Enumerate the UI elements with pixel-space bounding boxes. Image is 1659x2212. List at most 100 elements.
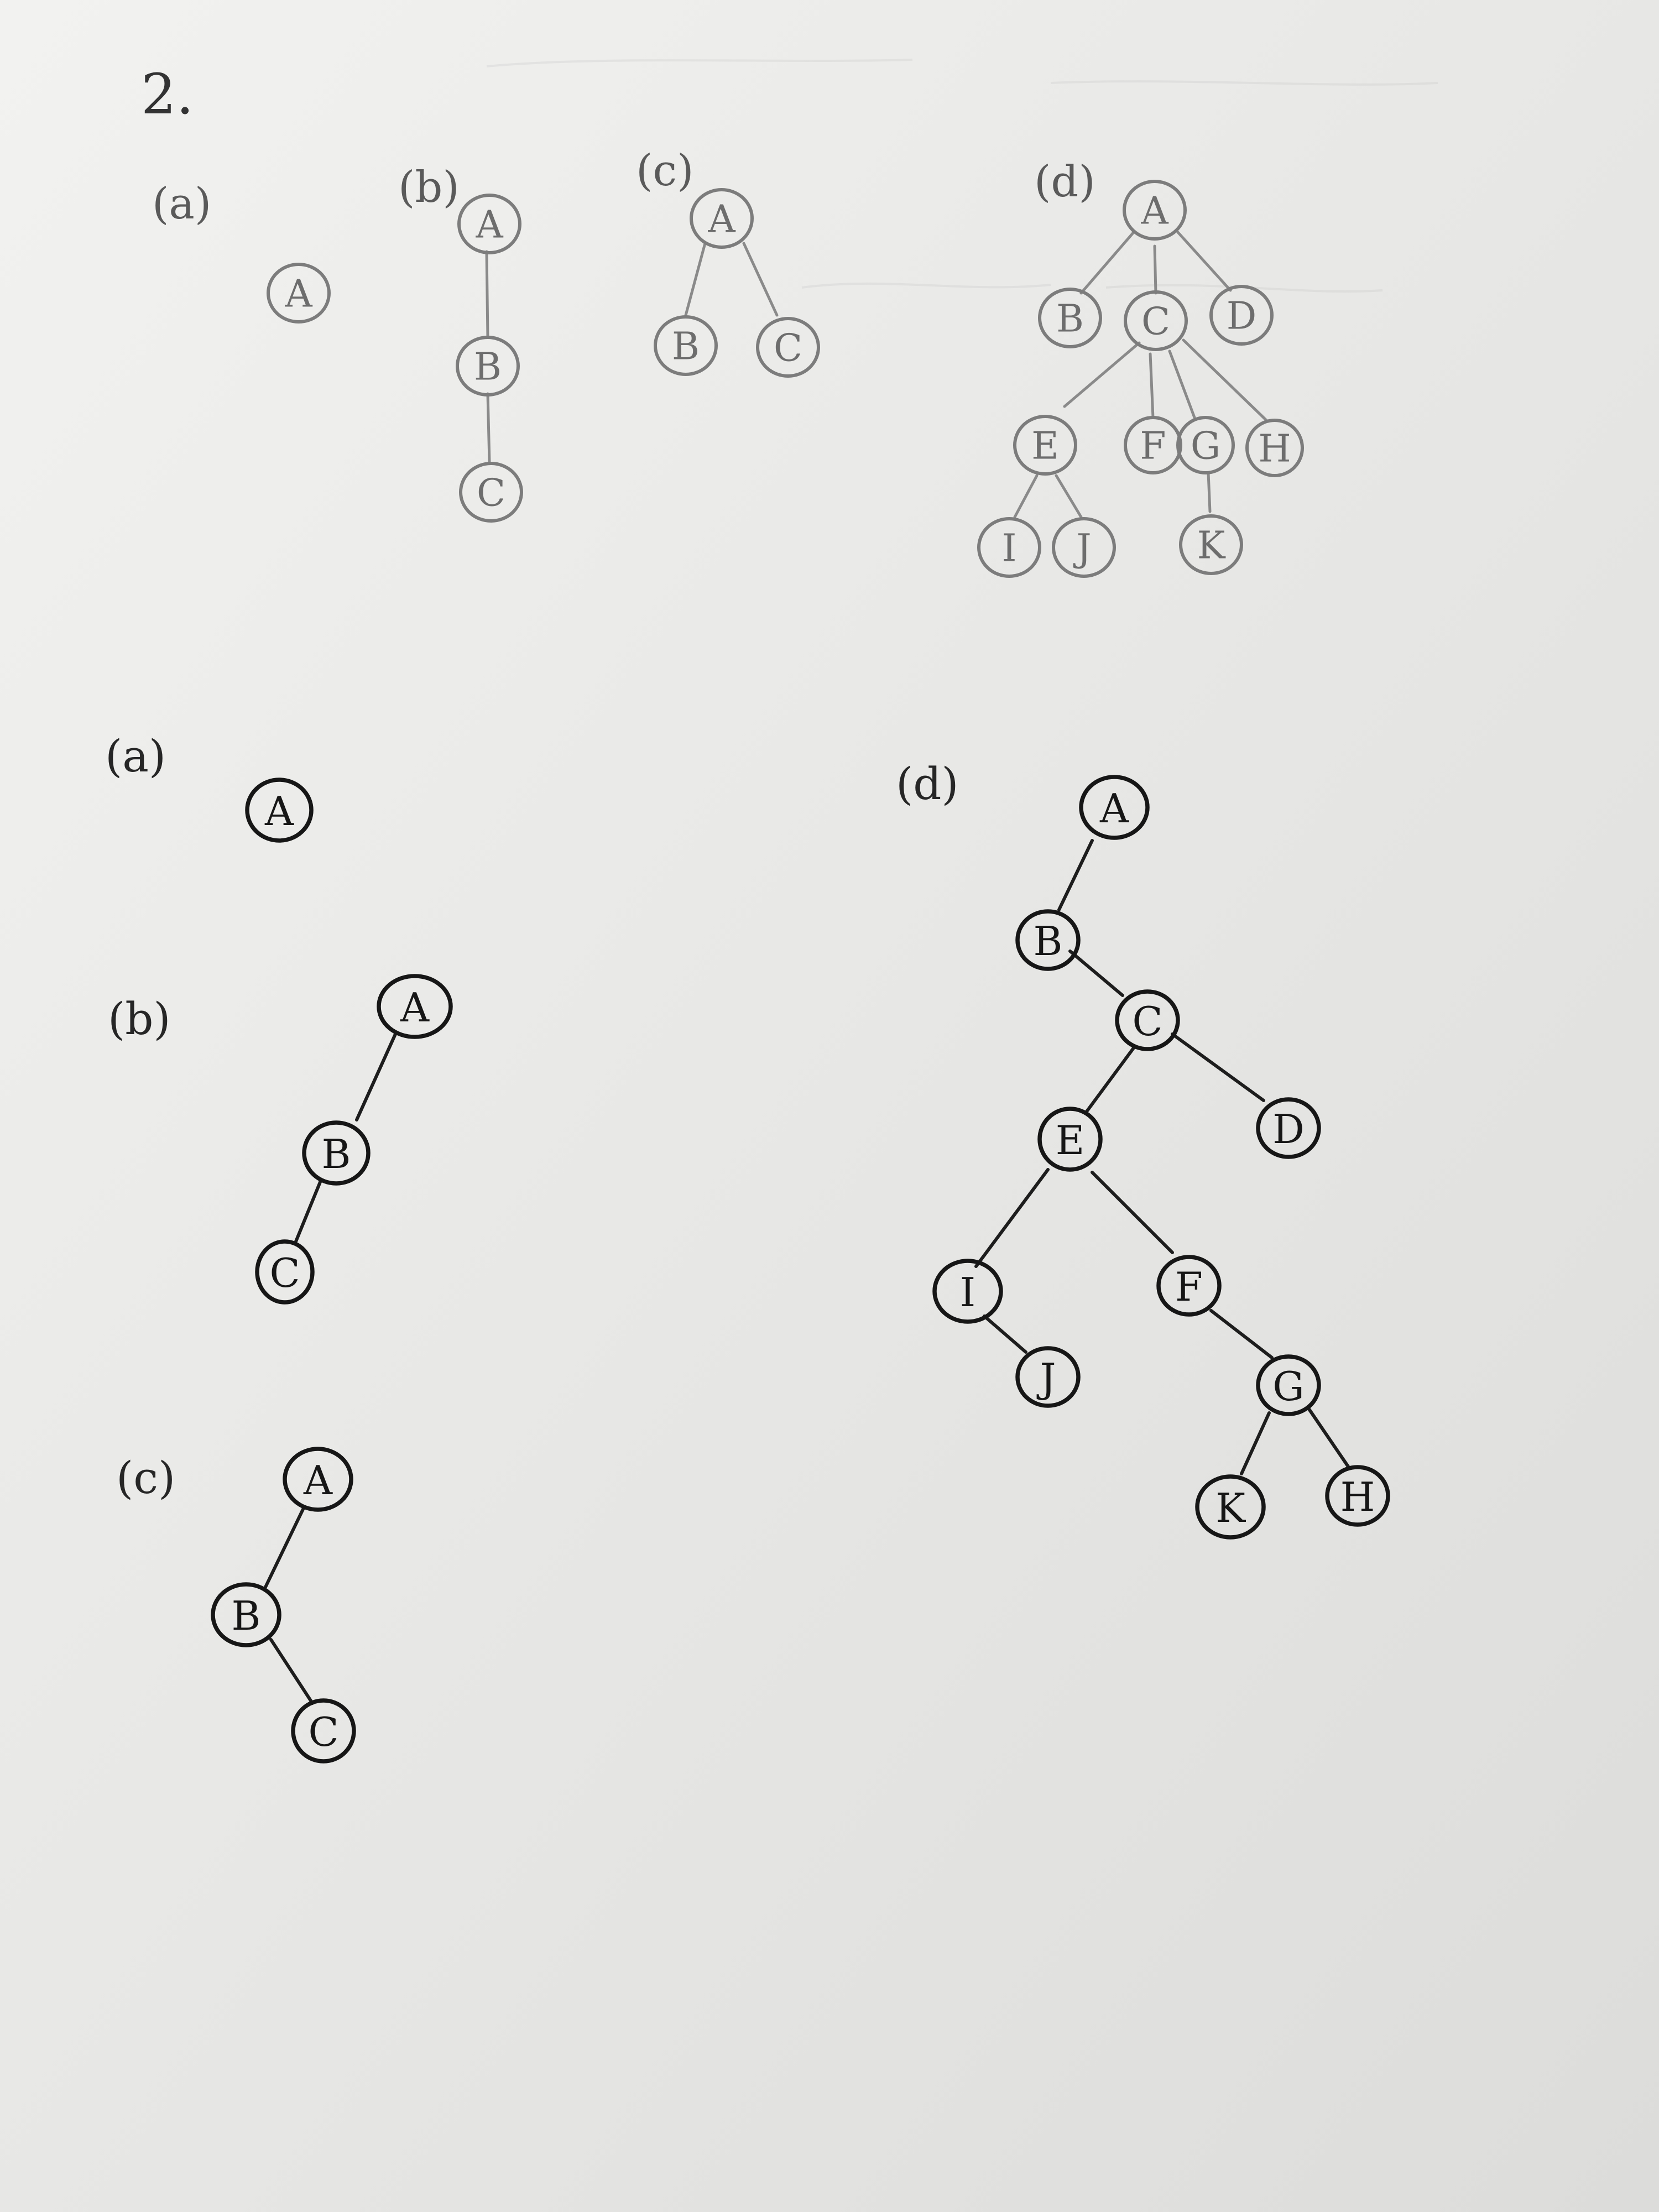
binary-d-node-D: D — [1256, 1097, 1321, 1159]
forest-d-edge-E-J — [1055, 474, 1083, 519]
forest-c-node-A: A — [690, 188, 754, 249]
forest-d-edge-A-C — [1153, 244, 1157, 295]
forest-d-edge-C-H — [1182, 338, 1268, 422]
svg-text:F: F — [1175, 1264, 1203, 1310]
binary-b-node-C: C — [255, 1239, 315, 1305]
forest-d-node-I: I — [977, 517, 1041, 578]
forest-b-edge-B-C — [486, 392, 491, 463]
svg-text:C: C — [1132, 998, 1162, 1045]
forest-a: (a) A — [152, 179, 331, 324]
binary-tree-section: (a) A (b) A B C (c — [105, 731, 1390, 1764]
forest-d-node-F: F — [1124, 416, 1182, 474]
forest-d-edge-E-I — [1013, 474, 1039, 519]
svg-text:H: H — [1258, 427, 1291, 471]
binary-c-label: (c) — [116, 1452, 175, 1504]
svg-text:I: I — [1002, 527, 1017, 571]
binary-b: (b) A B C — [108, 974, 453, 1305]
svg-text:B: B — [232, 1593, 261, 1639]
forest-d-edge-G-K — [1207, 471, 1212, 513]
forest-d-node-A: A — [1123, 180, 1187, 241]
binary-b-node-A: A — [377, 974, 453, 1039]
svg-text:I: I — [960, 1269, 975, 1316]
forest-d-node-D: D — [1209, 285, 1274, 346]
forest-d-node-G: G — [1176, 416, 1235, 474]
binary-c-node-A: A — [283, 1447, 353, 1512]
svg-text:J: J — [1073, 527, 1091, 571]
forest-d: (d) A B C D — [977, 157, 1304, 578]
binary-d-edge-G-H — [1306, 1406, 1351, 1470]
forest-b-node-A: A — [457, 194, 521, 254]
binary-d-node-C: C — [1115, 989, 1180, 1051]
forest-d-edge-C-G — [1168, 349, 1196, 419]
binary-c: (c) A B C — [116, 1447, 356, 1764]
svg-text:F: F — [1140, 425, 1166, 468]
svg-text:K: K — [1197, 524, 1226, 568]
binary-c-edge-B-C — [269, 1638, 314, 1705]
binary-d-node-K: K — [1195, 1474, 1266, 1540]
forest-d-node-K: K — [1179, 514, 1243, 575]
svg-text:C: C — [774, 327, 802, 371]
svg-text:D: D — [1227, 295, 1257, 338]
svg-text:K: K — [1215, 1485, 1246, 1531]
svg-text:C: C — [477, 472, 505, 515]
forest-d-node-H: H — [1245, 419, 1304, 477]
forest-d-edge-A-B — [1079, 231, 1135, 295]
forest-d-edge-C-F — [1149, 352, 1155, 419]
forest-d-node-B: B — [1038, 288, 1102, 348]
svg-text:A: A — [303, 1457, 333, 1504]
binary-d-node-B: B — [1015, 909, 1081, 971]
forest-c-node-B: B — [654, 315, 718, 376]
forest-section: (a) A (b) A B C (c — [152, 146, 1304, 578]
binary-d-edge-E-F — [1091, 1171, 1174, 1254]
binary-d-edge-G-K — [1240, 1411, 1271, 1475]
forest-b: (b) A B C — [398, 163, 523, 523]
binary-c-node-C: C — [291, 1698, 356, 1764]
binary-d-node-E: E — [1037, 1107, 1103, 1172]
svg-text:D: D — [1272, 1106, 1305, 1152]
svg-text:E: E — [1031, 425, 1059, 468]
svg-text:G: G — [1272, 1363, 1305, 1410]
forest-d-node-J: J — [1052, 517, 1116, 578]
binary-b-node-B: B — [302, 1120, 371, 1186]
svg-text:A: A — [264, 788, 294, 834]
forest-c-node-C: C — [756, 317, 820, 378]
forest-b-node-C: C — [459, 462, 523, 523]
svg-text:A: A — [284, 273, 312, 316]
forest-d-label: (d) — [1034, 157, 1095, 207]
svg-text:G: G — [1191, 425, 1220, 468]
forest-c: (c) A B C — [636, 146, 820, 378]
binary-d-node-H: H — [1325, 1465, 1390, 1527]
svg-text:B: B — [474, 346, 502, 389]
binary-c-edge-A-B — [264, 1505, 306, 1589]
binary-d-node-I: I — [932, 1259, 1003, 1324]
forest-d-node-E: E — [1013, 415, 1077, 476]
svg-text:A: A — [1140, 190, 1168, 233]
binary-b-edge-A-B — [355, 1032, 397, 1121]
binary-d-edge-I-J — [983, 1314, 1027, 1354]
forest-b-edge-A-B — [485, 250, 489, 339]
binary-b-label: (b) — [108, 993, 171, 1045]
svg-text:B: B — [672, 325, 700, 369]
svg-text:B: B — [322, 1131, 351, 1177]
forest-a-node-A: A — [267, 263, 331, 324]
binary-d-edge-B-C — [1068, 950, 1124, 997]
binary-c-node-B: B — [211, 1582, 281, 1647]
svg-text:A: A — [400, 984, 430, 1031]
bleed-through-marks — [486, 59, 1438, 293]
svg-text:C: C — [269, 1250, 300, 1296]
svg-text:B: B — [1034, 918, 1063, 964]
svg-text:C: C — [308, 1709, 338, 1755]
binary-d-edge-A-B — [1057, 839, 1094, 911]
forest-b-label: (b) — [398, 163, 460, 212]
forest-c-label: (c) — [636, 146, 694, 196]
binary-a: (a) A — [105, 731, 314, 843]
binary-d-edge-E-I — [974, 1168, 1050, 1268]
binary-d-node-F: F — [1156, 1255, 1222, 1317]
binary-d-node-G: G — [1256, 1354, 1321, 1416]
problem-number: 2. — [141, 62, 194, 127]
svg-text:A: A — [707, 198, 735, 242]
forest-d-edge-C-E — [1063, 341, 1141, 408]
binary-a-node-A: A — [245, 778, 314, 843]
